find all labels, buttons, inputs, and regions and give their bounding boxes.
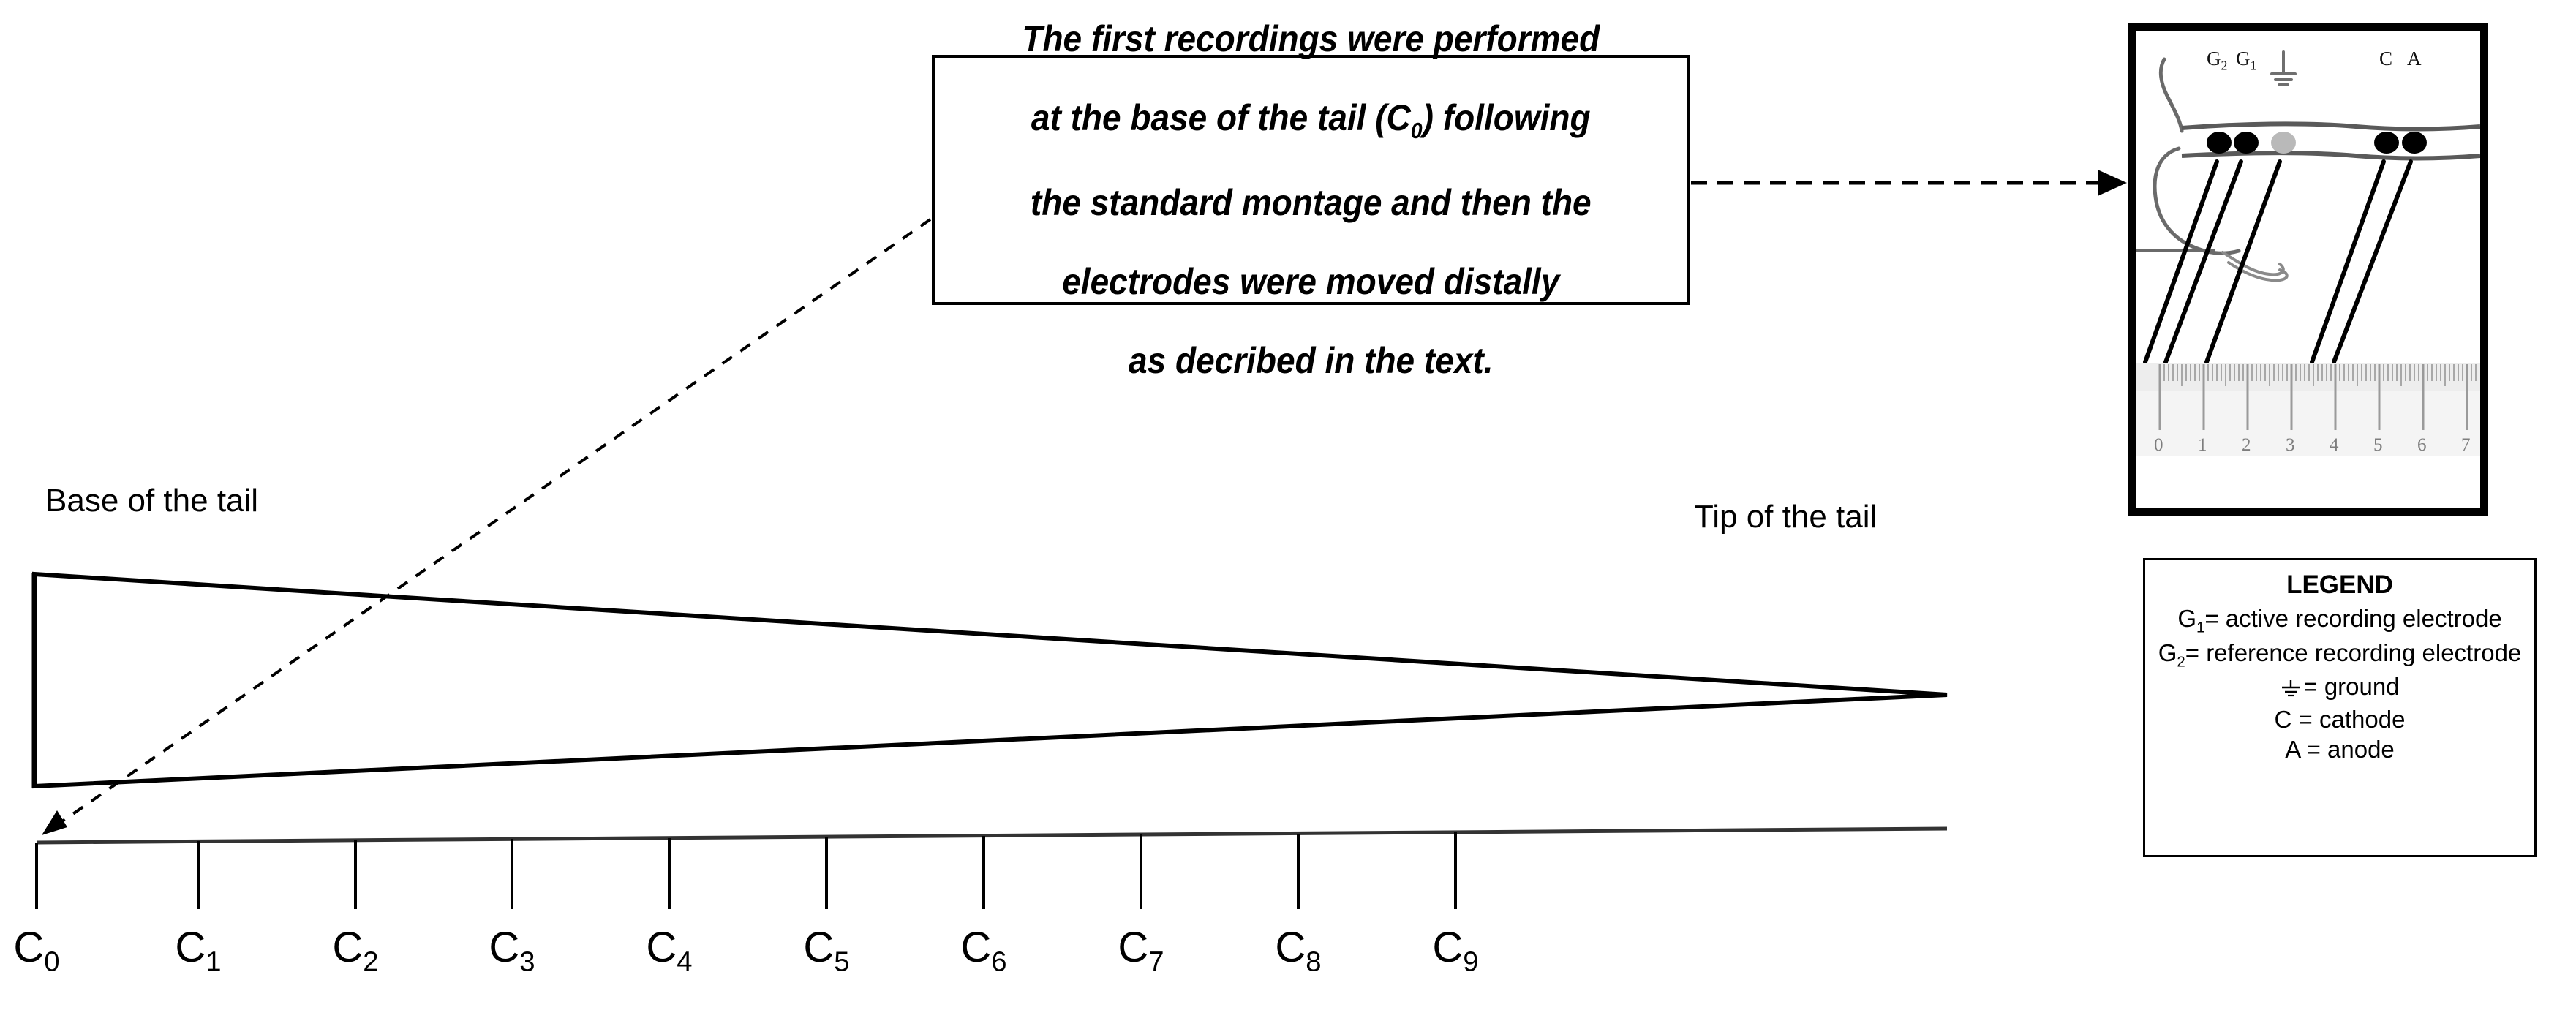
axis-label-c2: C2 (332, 924, 379, 978)
legend-symbol-cathode: C (2274, 705, 2292, 733)
legend-title: LEGEND (2286, 570, 2393, 599)
tip-of-tail-label: Tip of the tail (1694, 499, 1878, 535)
legend-symbol-g1: G (2177, 605, 2196, 632)
ruler-number-2: 2 (2242, 435, 2251, 455)
photo-label-anode: A (2407, 48, 2422, 69)
legend-text-cathode: = cathode (2291, 705, 2406, 733)
legend-text-anode: = anode (2300, 735, 2395, 763)
ruler-number-3: 3 (2286, 435, 2295, 455)
legend-row-ground: = ground (2157, 673, 2523, 704)
caption-leader-arrowhead (42, 810, 67, 835)
ruler-number-1: 1 (2198, 435, 2207, 455)
legend-text-g2: = reference recording electrode (2185, 638, 2522, 666)
rat-foot-contour (2221, 251, 2285, 276)
caption-line-5: as decribed in the text. (1128, 339, 1494, 381)
legend-box: LEGEND G1= active recording electrode G2… (2143, 558, 2537, 857)
tail-outline-shape (32, 571, 1948, 789)
rat-body-contour (2158, 57, 2184, 133)
ruler-minor-ticks (2163, 364, 2477, 386)
legend-row-g1: G1= active recording electrode (2177, 605, 2502, 636)
caption-line-2-post: ) following (1422, 97, 1591, 139)
tail-upper-border (2181, 121, 2480, 132)
ground-symbol-icon (2270, 50, 2297, 86)
caption-callout-box: The first recordings were performed at t… (932, 19, 1690, 380)
ruler-number-6: 6 (2417, 435, 2427, 455)
photo-label-g1: G1 (2236, 48, 2257, 73)
ruler-major-ticks (2158, 364, 2468, 430)
caption-line-3: the standard montage and then the (1030, 181, 1592, 223)
caption-text: The first recordings were performed at t… (1012, 0, 1609, 380)
axis-label-c8: C8 (1275, 924, 1322, 978)
rat-tail-photo-drawing (2136, 50, 2480, 456)
measurement-axis-line (36, 826, 1948, 845)
axis-label-c5: C5 (803, 924, 850, 978)
ruler-number-4: 4 (2330, 435, 2339, 455)
axis-label-c0: C0 (13, 924, 60, 978)
ruler-number-5: 5 (2373, 435, 2383, 455)
photo-label-g2: G2 (2207, 48, 2228, 73)
electrode-wire (2310, 159, 2386, 364)
axis-label-c9: C9 (1432, 924, 1479, 978)
caption-line-4: electrodes were moved distally (1061, 260, 1560, 302)
electrode-dot-ground (2271, 132, 2296, 154)
rat-haunch-contour (2153, 146, 2241, 255)
legend-text-g1: = active recording electrode (2204, 605, 2502, 632)
legend-row-cathode: C = cathode (2157, 706, 2523, 734)
ruler-number-0: 0 (2154, 435, 2163, 455)
electrode-dot-g1 (2234, 132, 2259, 154)
photo-label-cathode: C (2379, 48, 2393, 69)
electrode-wire (2143, 159, 2219, 364)
legend-symbol-g2: G (2158, 638, 2177, 666)
axis-label-c6: C6 (960, 924, 1007, 978)
caption-line-2-pre: at the base of the tail (C (1031, 97, 1411, 139)
caption-leader-line (53, 218, 932, 828)
electrode-wire (2204, 159, 2282, 364)
rat-toes-contour (2227, 261, 2289, 282)
legend-symbol-anode: A (2285, 735, 2300, 763)
caption-line-2-subscript: 0 (1410, 118, 1423, 144)
photo-pointer-arrowhead (2098, 170, 2127, 196)
axis-tick-group (35, 832, 1457, 909)
photo-inset-frame: G2 G1 C A 0 1 2 3 4 5 6 7 (2128, 23, 2488, 516)
electrode-dot-g2 (2207, 132, 2232, 154)
caption-line-1: The first recordings were performed (1022, 18, 1600, 60)
axis-label-c4: C4 (646, 924, 693, 978)
ground-symbol-icon (2280, 677, 2302, 704)
tail-lower-border (2181, 151, 2480, 161)
legend-row-g2: G2= reference recording electrode (2158, 638, 2522, 671)
ruler-number-7: 7 (2461, 435, 2471, 455)
axis-label-c1: C1 (175, 924, 222, 978)
electrode-wire-group (2143, 159, 2413, 364)
electrode-dot-anode (2402, 132, 2427, 154)
base-of-tail-label: Base of the tail (45, 483, 259, 519)
legend-row-anode: A = anode (2157, 736, 2523, 764)
axis-label-c3: C3 (489, 924, 535, 978)
electrode-wire (2332, 159, 2413, 364)
electrode-dot-cathode (2374, 132, 2399, 154)
axis-label-c7: C7 (1118, 924, 1164, 978)
photo-inset-content: G2 G1 C A 0 1 2 3 4 5 6 7 (2136, 31, 2480, 508)
electrode-wire (2163, 159, 2243, 364)
legend-text-ground: = ground (2303, 673, 2400, 700)
